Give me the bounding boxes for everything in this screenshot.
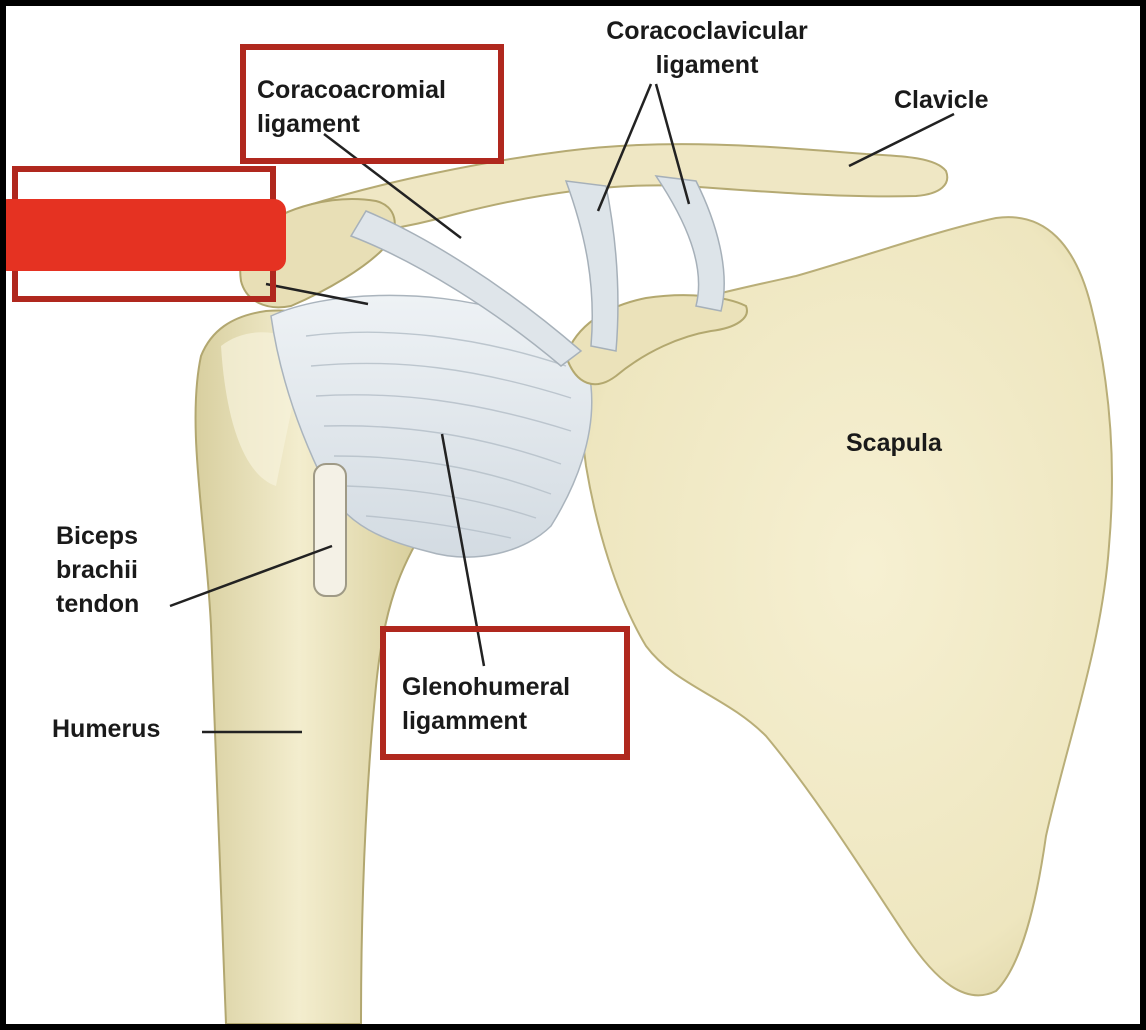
scapula-bone	[564, 216, 1113, 997]
coracoclavicular-ligament-label: Coracoclavicular ligament	[606, 17, 808, 79]
glenohumeral-highlight-box	[380, 626, 630, 760]
humerus-label: Humerus	[52, 715, 161, 743]
clavicle-bone	[301, 143, 949, 236]
coracoacromial-ligament-label: Coracoacromial ligament	[257, 76, 446, 138]
biceps-brachii-tendon-label: Biceps brachii tendon	[56, 522, 140, 618]
clavicle-label: Clavicle	[894, 86, 989, 114]
conoid-ligament	[654, 175, 725, 312]
leader-lines	[169, 83, 955, 734]
glenohumeral-ligament-label: Glenohumeral ligamment	[402, 673, 571, 735]
biceps-tendon	[313, 463, 347, 597]
coracoacromial-highlight-box	[240, 44, 504, 164]
scapula-label: Scapula	[846, 429, 942, 457]
trapezoid-ligament	[564, 180, 619, 352]
shoulder-joint-illustration	[169, 83, 1113, 1024]
redaction-bar	[6, 199, 286, 271]
diagram-panel: Coracoclavicular ligament Coracoacromial…	[6, 6, 1140, 1024]
coracoacromial-ligament-band	[349, 210, 583, 367]
